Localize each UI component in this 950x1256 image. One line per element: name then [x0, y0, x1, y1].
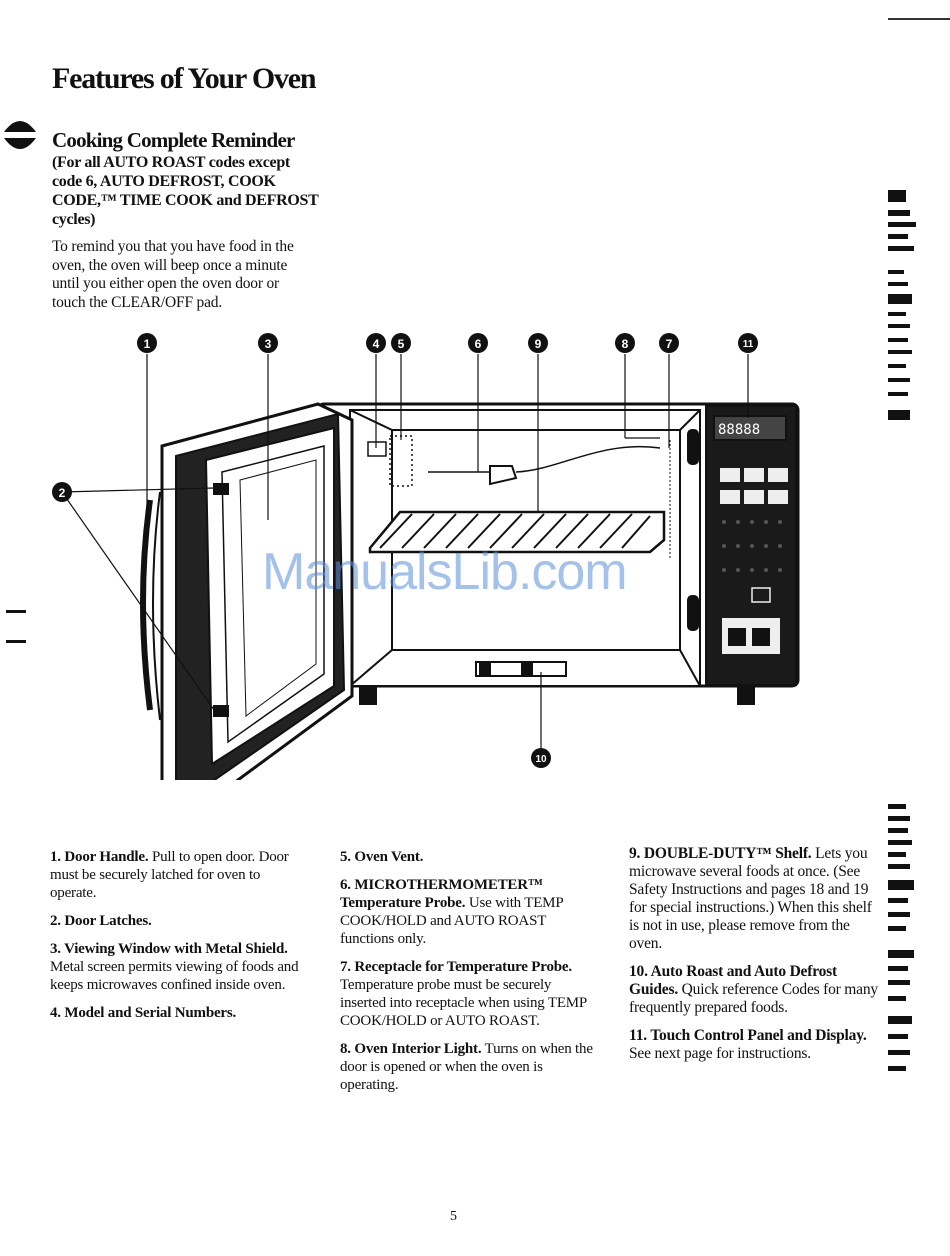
- side-tab-marks-icon: [888, 190, 916, 420]
- feature-3: 3. Viewing Window with Metal Shield. Met…: [50, 941, 299, 993]
- feature-4: 4. Model and Serial Numbers.: [50, 1005, 237, 1021]
- svg-text:2: 2: [59, 486, 66, 500]
- section-heading: Cooking Complete Reminder: [52, 128, 295, 152]
- callout-5: 5: [391, 333, 411, 353]
- svg-text:8: 8: [622, 337, 629, 351]
- display-digits: 88888: [718, 422, 760, 438]
- section-bullet-icon: [4, 121, 36, 149]
- feature-9: 9. DOUBLE-DUTY™ Shelf. Lets you microwav…: [629, 845, 872, 952]
- svg-text:6: 6: [475, 337, 482, 351]
- callout-markers: 1 3 4 5 6 9 8 7 11 2 10: [52, 333, 758, 768]
- feature-2: 2. Door Latches.: [50, 913, 152, 929]
- feature-10: 10. Auto Roast and Auto Defrost Guides. …: [629, 963, 878, 1016]
- callout-10: 10: [531, 748, 551, 768]
- svg-text:1: 1: [144, 337, 151, 351]
- section-subheading: (For all AUTO ROAST codes except code 6,…: [52, 154, 319, 228]
- feature-7: 7. Receptacle for Temperature Probe. Tem…: [340, 959, 587, 1029]
- svg-text:5: 5: [398, 337, 405, 351]
- feature-6: 6. MICROTHERMOMETER™ Temperature Probe. …: [340, 877, 563, 947]
- feature-5: 5. Oven Vent.: [340, 849, 424, 865]
- side-tab-marks-lower-icon: [888, 804, 914, 1071]
- svg-text:3: 3: [265, 337, 272, 351]
- callout-7: 7: [659, 333, 679, 353]
- watermark: ManualsLib.com: [262, 543, 628, 601]
- svg-text:4: 4: [373, 337, 380, 351]
- svg-text:11: 11: [743, 339, 754, 350]
- feature-11: 11. Touch Control Panel and Display. See…: [629, 1027, 867, 1062]
- feature-8: 8. Oven Interior Light. Turns on when th…: [340, 1041, 593, 1093]
- feature-column-2: 5. Oven Vent. 6. MICROTHERMOMETER™ Tempe…: [340, 848, 595, 1104]
- feature-1: 1. Door Handle. Pull to open door. Door …: [50, 849, 289, 901]
- page-title: Features of Your Oven: [52, 62, 317, 95]
- callout-2: 2: [52, 482, 72, 502]
- oven-diagram: 88888 1 3 4 5 6 9 8 7 11 2 10: [52, 333, 800, 780]
- page-number: 5: [450, 1209, 457, 1224]
- callout-1: 1: [137, 333, 157, 353]
- callout-8: 8: [615, 333, 635, 353]
- feature-column-3: 9. DOUBLE-DUTY™ Shelf. Lets you microwav…: [629, 845, 884, 1073]
- svg-text:9: 9: [535, 337, 542, 351]
- feature-column-1: 1. Door Handle. Pull to open door. Door …: [50, 848, 305, 1032]
- callout-3: 3: [258, 333, 278, 353]
- section-body: To remind you that you have food in the …: [52, 238, 294, 311]
- callout-11: 11: [738, 333, 758, 353]
- left-tab-mark-icon: [6, 610, 26, 643]
- svg-text:7: 7: [666, 337, 673, 351]
- callout-6: 6: [468, 333, 488, 353]
- svg-text:10: 10: [535, 754, 547, 765]
- callout-4: 4: [366, 333, 386, 353]
- callout-9: 9: [528, 333, 548, 353]
- top-rule: [888, 18, 950, 20]
